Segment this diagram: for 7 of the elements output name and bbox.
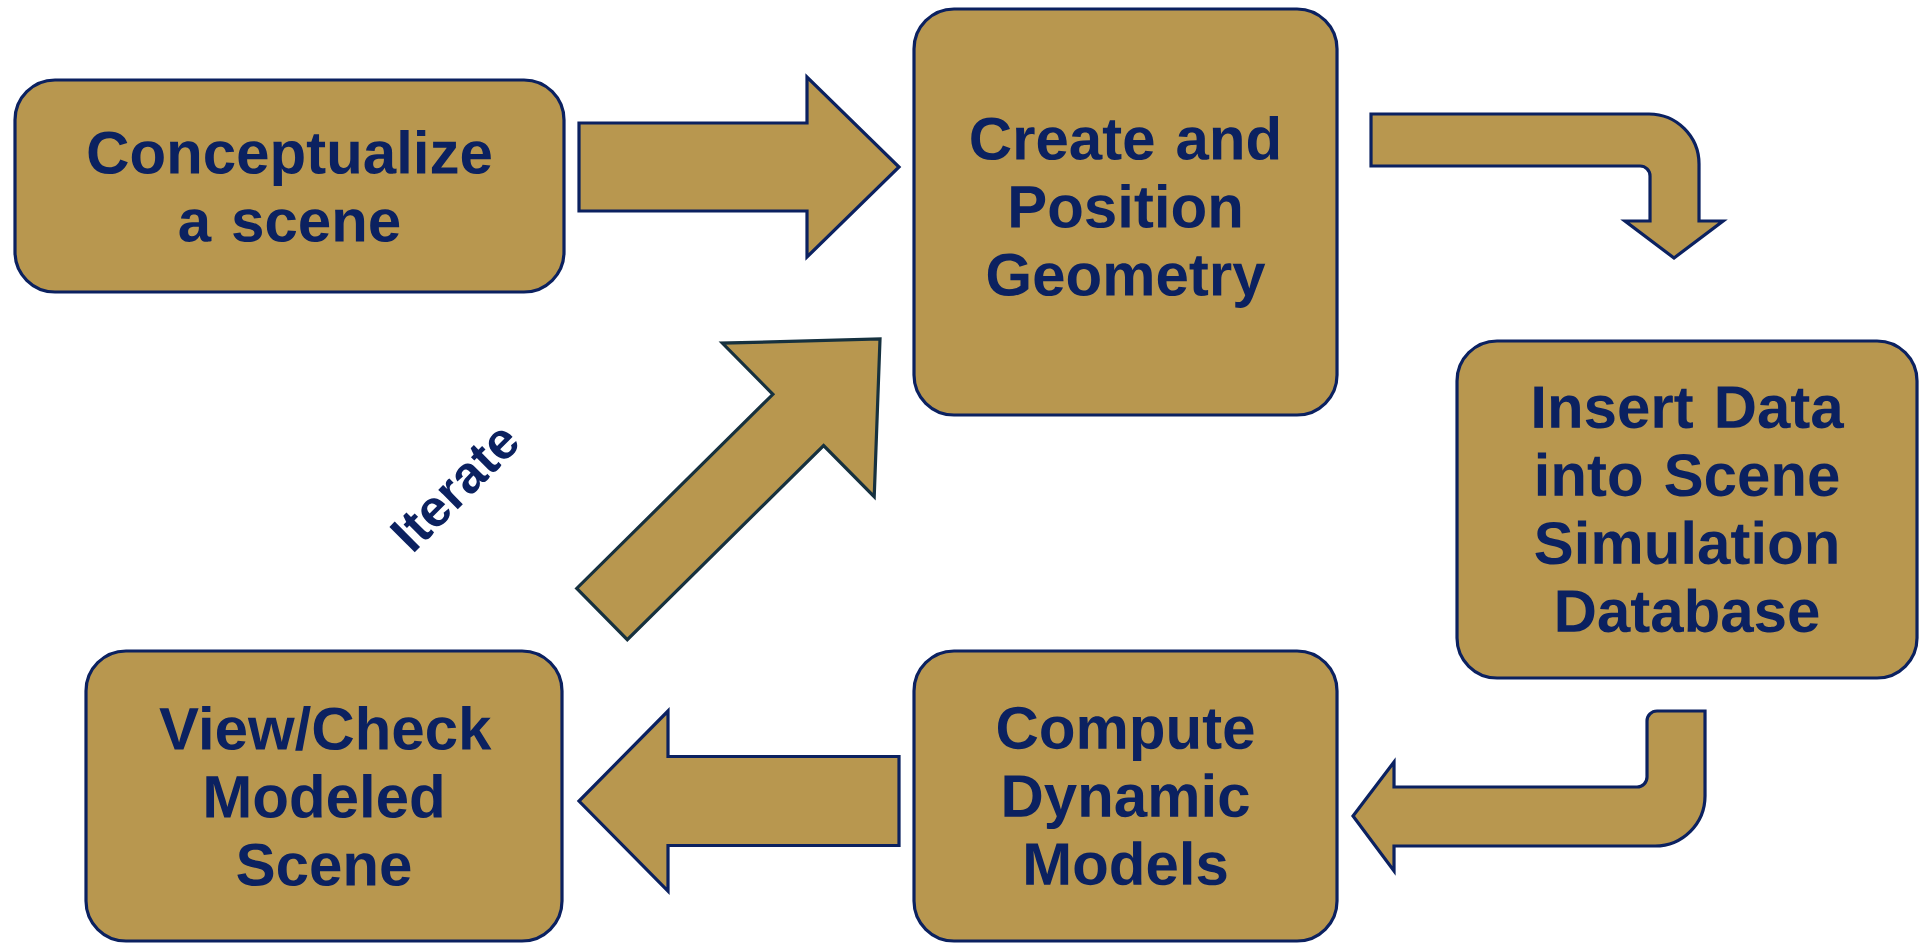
- block-arrow: [576, 707, 901, 895]
- process-box: Conceptualize a scene: [13, 78, 566, 294]
- process-box: View/Check Modeled Scene: [84, 649, 564, 943]
- process-box: Insert Data into Scene Simulation Database: [1455, 339, 1919, 680]
- process-box: Create and Position Geometry: [912, 7, 1339, 417]
- process-box: Compute Dynamic Models: [912, 649, 1339, 943]
- block-arrow: [577, 73, 902, 261]
